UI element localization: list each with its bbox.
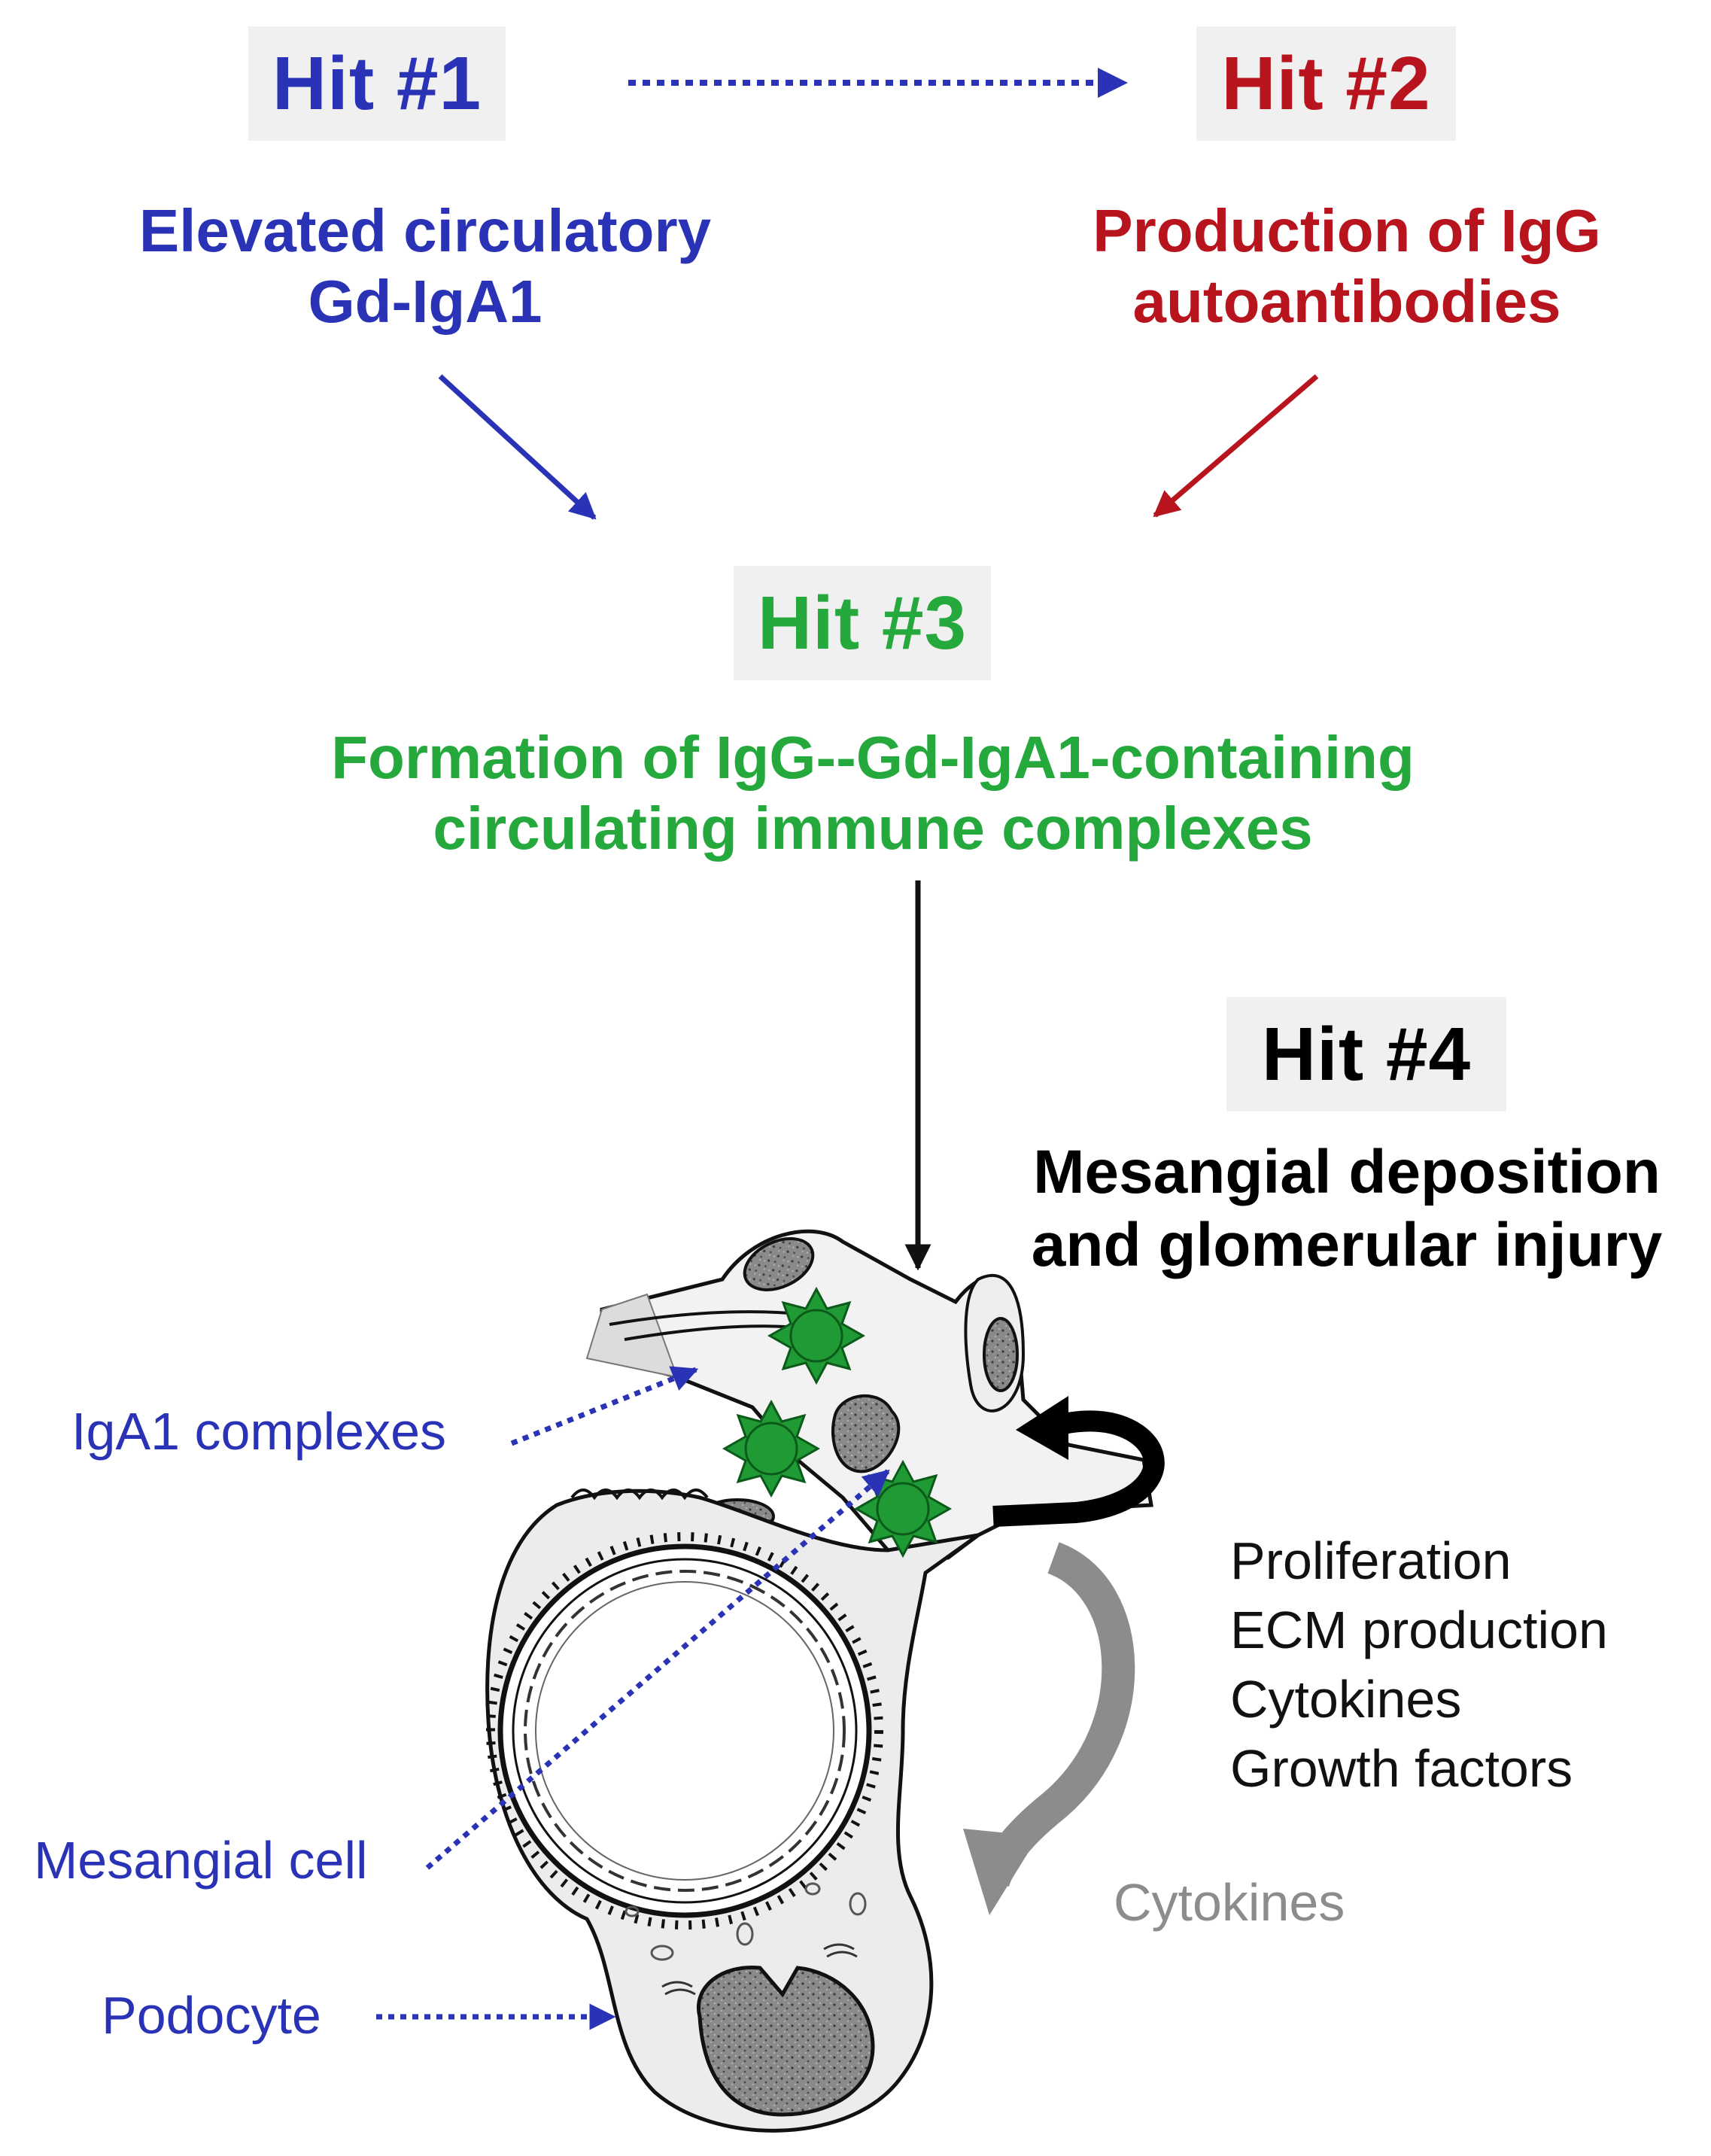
- cytokines-label: Cytokines: [1114, 1873, 1345, 1932]
- podocyte-label: Podocyte: [102, 1986, 321, 2045]
- autocrine-arrowhead: [1016, 1396, 1068, 1460]
- vesicle-2: [736, 1922, 754, 1946]
- hit1-title: Hit #1: [248, 26, 506, 141]
- effect-item: Cytokines: [1230, 1670, 1462, 1729]
- hit1-line-1: Elevated circulatory: [138, 197, 712, 264]
- immune-complex-deposit-3: [853, 1459, 953, 1558]
- vesicle-5: [804, 1882, 821, 1896]
- hit2-line-2: autoantibodies: [1132, 268, 1561, 336]
- vesicle-3: [849, 1892, 867, 1916]
- hit2-title: Hit #2: [1196, 26, 1456, 141]
- organelle-1: [661, 1981, 696, 1996]
- autocrine-arrow: [992, 1410, 1165, 1527]
- hit4-line-2: and glomerular injury: [1031, 1210, 1663, 1279]
- hit3-line-1: Formation of IgG--Gd-IgA1-containing: [331, 724, 1415, 791]
- hit2-to-hit3-arrow: [1153, 374, 1319, 518]
- paracrine-arrowhead: [963, 1829, 1038, 1915]
- hit4-line-1: Mesangial deposition: [1033, 1138, 1661, 1206]
- effect-item: Growth factors: [1230, 1739, 1573, 1798]
- capillary-slit-teeth: [486, 1532, 883, 1929]
- hit1-description: Elevated circulatory Gd-IgA1: [75, 196, 775, 338]
- mesangial-effects-list: Proliferation ECM production Cytokines G…: [1230, 1526, 1608, 1803]
- effect-item: Proliferation: [1230, 1531, 1512, 1590]
- hit3-title: Hit #3: [734, 566, 991, 680]
- organelle-2: [823, 1943, 858, 1958]
- iga1-complexes-label: IgA1 complexes: [71, 1402, 447, 1461]
- immune-complex-deposits: [722, 1286, 953, 1558]
- capillary-basement-ring: [512, 1558, 858, 1904]
- paracrine-arrow: [977, 1542, 1135, 1887]
- endothelial-nucleus-right: [983, 1317, 1019, 1392]
- immune-complex-deposit-1: [767, 1286, 866, 1385]
- capillary-lumen: [535, 1581, 834, 1881]
- hit1-to-hit3-arrow: [438, 374, 597, 520]
- vesicle-4: [625, 1905, 640, 1917]
- hit4-description: Mesangial deposition and glomerular inju…: [1001, 1136, 1693, 1282]
- iga1-complexes-pointer: [510, 1366, 699, 1446]
- hit3-description: Formation of IgG--Gd-IgA1-containing cir…: [248, 722, 1497, 865]
- immune-complex-deposit-2: [722, 1399, 821, 1498]
- mesangial-cell-label: Mesangial cell: [34, 1831, 368, 1890]
- podocyte-nucleus: [697, 1965, 875, 2117]
- hit2-line-1: Production of IgG: [1093, 197, 1601, 264]
- mesangial-nucleus: [831, 1394, 901, 1473]
- hit3-line-2: circulating immune complexes: [433, 795, 1313, 862]
- hit4-title: Hit #4: [1226, 997, 1506, 1111]
- vesicle-1: [650, 1945, 674, 1961]
- podocyte-foot-processes: [570, 1489, 709, 1501]
- hit1-line-2: Gd-IgA1: [308, 268, 542, 336]
- mesangial-cell-pointer: [425, 1469, 890, 1870]
- capillary-fenestrated-endothelium: [524, 1570, 846, 1892]
- endothelial-nucleus-top: [743, 1237, 815, 1291]
- hit2-description: Production of IgG autoantibodies: [1038, 196, 1655, 338]
- effect-item: ECM production: [1230, 1601, 1608, 1659]
